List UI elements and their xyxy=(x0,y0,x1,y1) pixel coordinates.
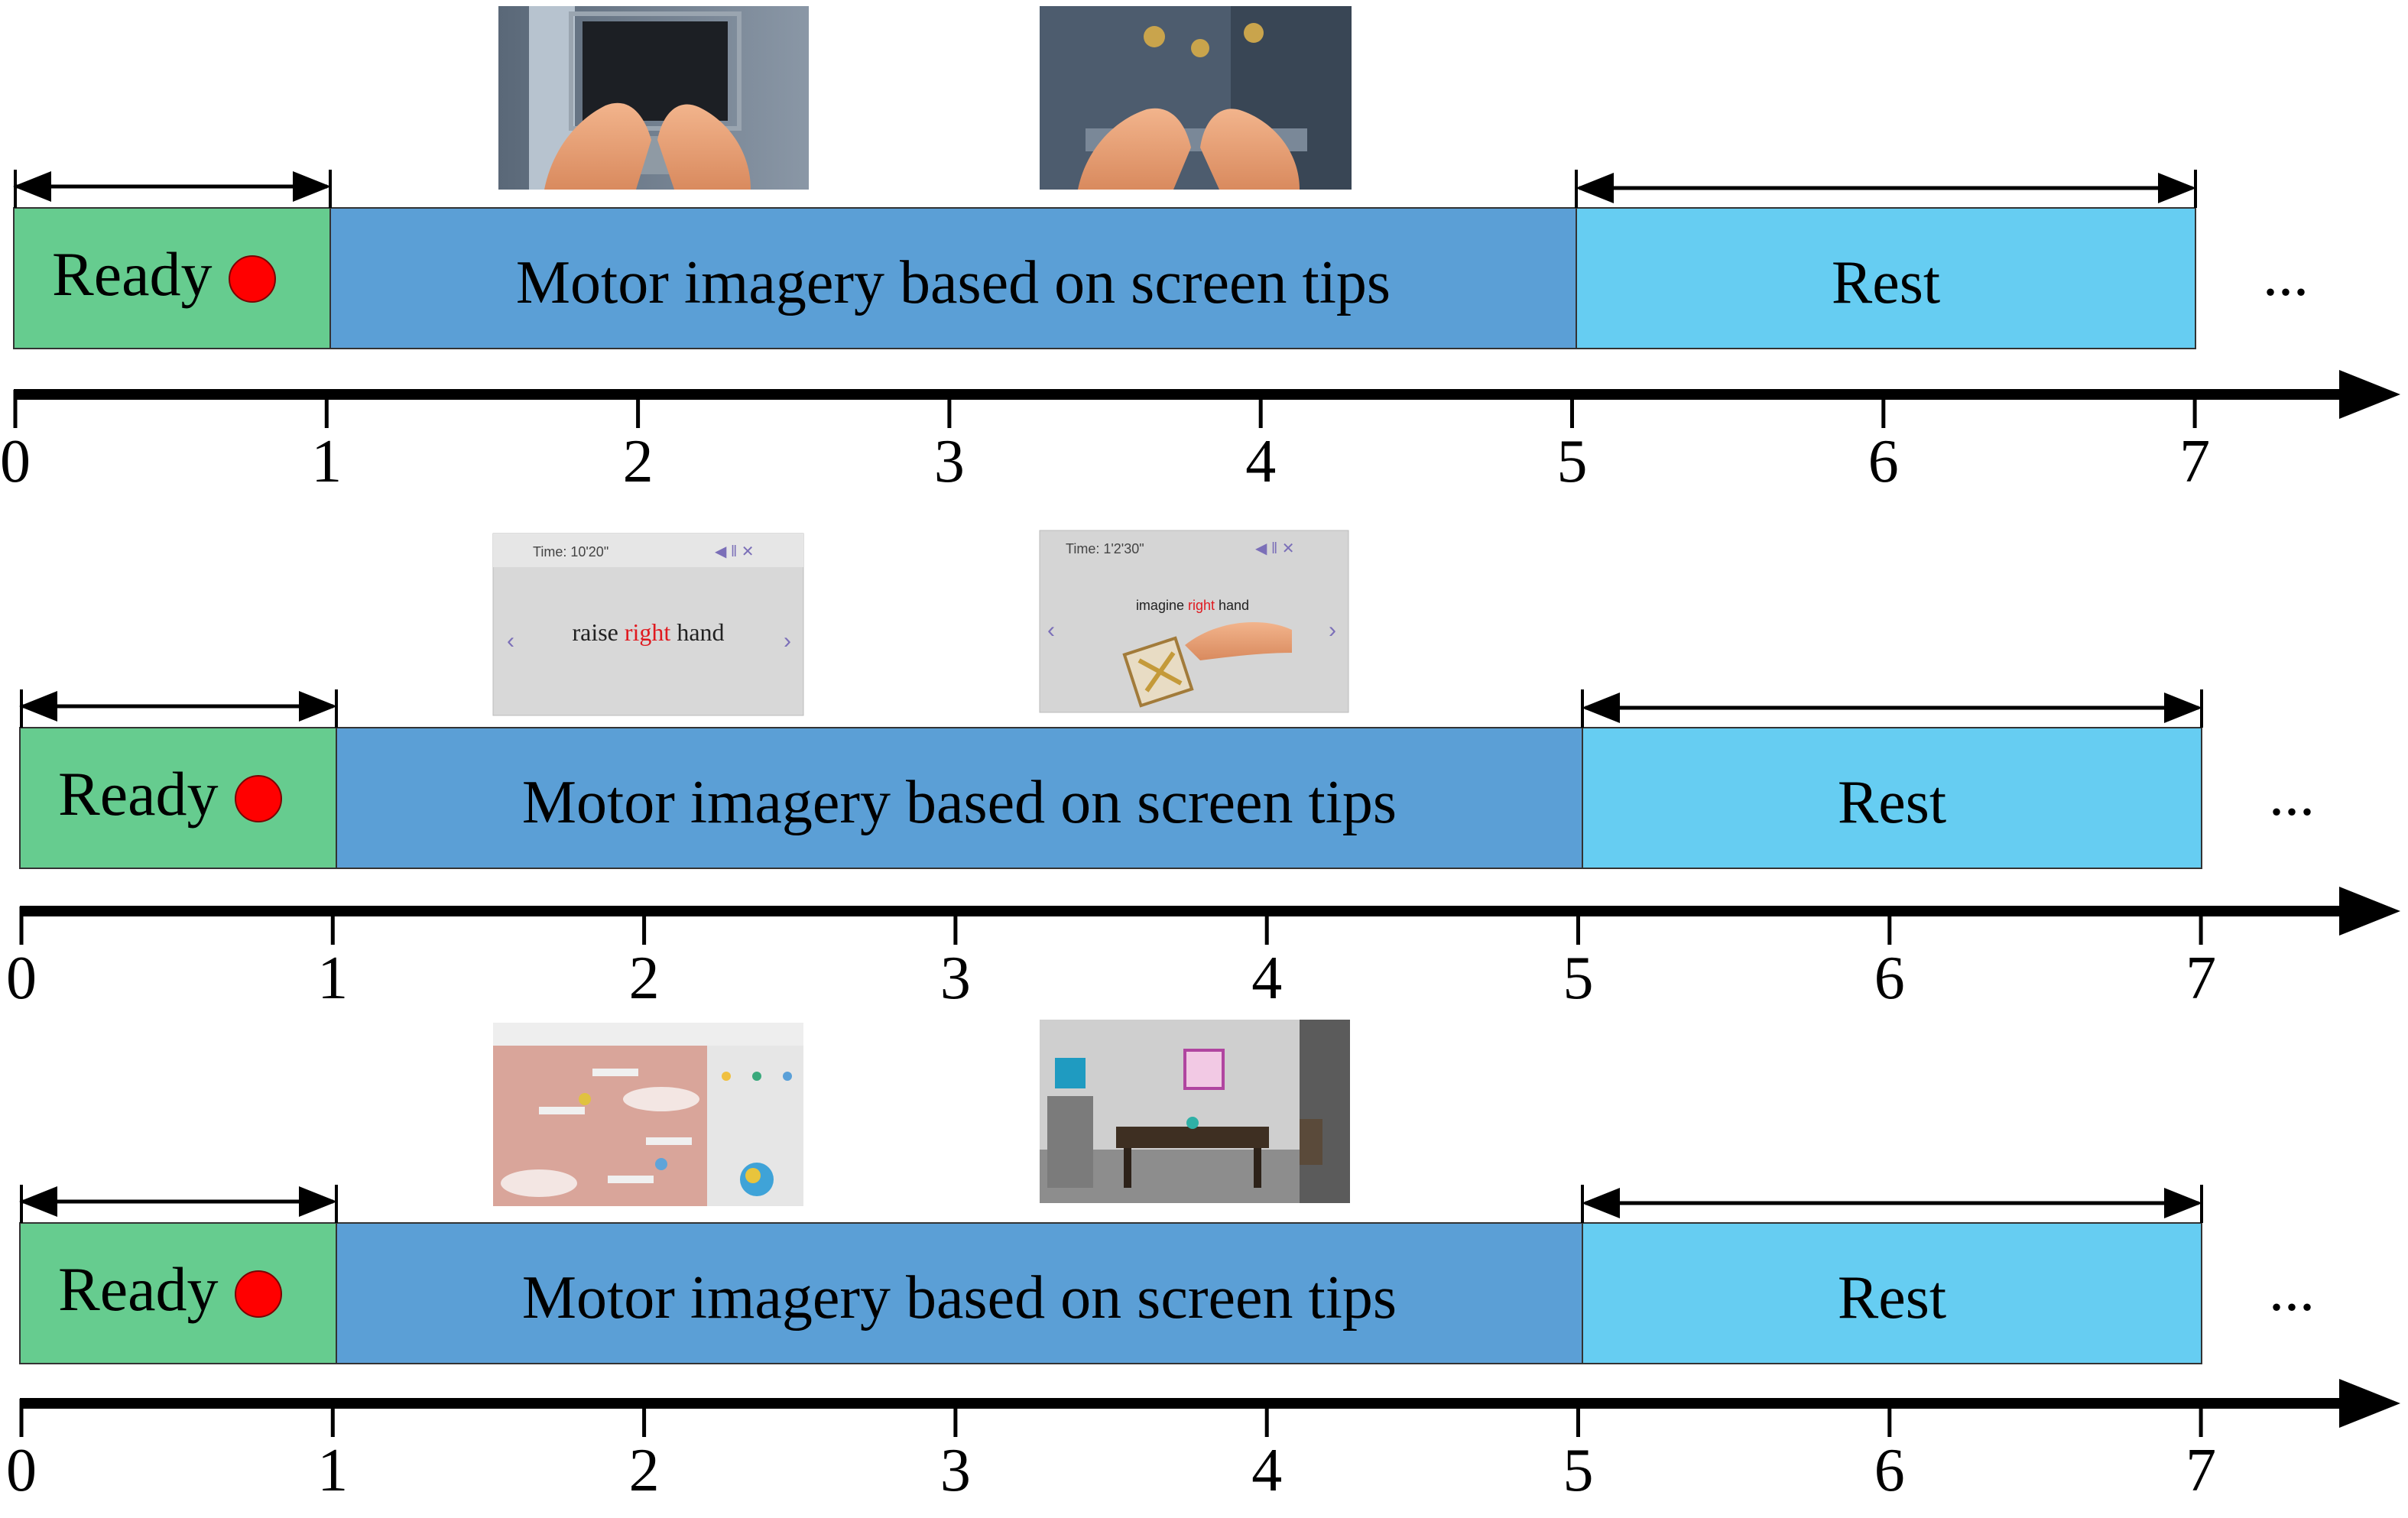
tick-label-1: 1 xyxy=(311,428,342,495)
ready-indicator-dot xyxy=(235,1270,282,1318)
tick-label-7: 7 xyxy=(2186,1437,2216,1504)
tick-label-6: 6 xyxy=(1868,428,1899,495)
cue-highlight-word: right xyxy=(1188,598,1215,613)
motor-imagery-label: Motor imagery based on screen tips xyxy=(522,1264,1397,1331)
rest-segment xyxy=(1582,727,2202,869)
tick-label-0: 0 xyxy=(6,1437,37,1504)
ready-label: Ready xyxy=(52,239,212,309)
timeline-row-2: Time: 10'20" ◀ ‖ ✕ ‹ › raise right hand … xyxy=(6,530,2400,1012)
tick-label-5: 5 xyxy=(1563,945,1594,1012)
tick-label-0: 0 xyxy=(6,945,37,1012)
rest-label: Rest xyxy=(1838,1264,1946,1331)
tick-label-6: 6 xyxy=(1874,1437,1905,1504)
tick-label-5: 5 xyxy=(1557,428,1588,495)
ready-segment xyxy=(19,1222,337,1364)
svg-text:◀ ‖ ✕: ◀ ‖ ✕ xyxy=(715,543,755,560)
tick-label-6: 6 xyxy=(1874,945,1905,1012)
tick-label-1: 1 xyxy=(317,1437,348,1504)
tick-label-3: 3 xyxy=(934,428,965,495)
ready-segment xyxy=(19,727,337,869)
tick-label-2: 2 xyxy=(623,428,654,495)
tick-label-0: 0 xyxy=(0,428,31,495)
ready-label: Ready xyxy=(58,759,218,829)
cue-highlight-word: right xyxy=(625,618,671,646)
rest-label: Rest xyxy=(1832,249,1940,316)
ready-indicator-dot xyxy=(229,255,276,303)
tick-label-3: 3 xyxy=(940,945,971,1012)
svg-text:‹: ‹ xyxy=(1047,618,1055,643)
thumbnail-timer: Time: 10'20" xyxy=(533,544,608,560)
tick-label-2: 2 xyxy=(629,1437,660,1504)
time-axis: 0 1 2 3 4 5 6 7 xyxy=(6,887,2400,1012)
svg-text:›: › xyxy=(784,628,791,654)
thumbnail-text-cue: Time: 10'20" ◀ ‖ ✕ ‹ › raise right hand xyxy=(492,533,804,716)
timeline-row-3: Ready Motor imagery based on screen tips… xyxy=(6,1020,2400,1504)
thumbnail-timer: Time: 1'2'30" xyxy=(1066,541,1144,556)
svg-text:‹: ‹ xyxy=(507,628,514,654)
tick-label-4: 4 xyxy=(1245,428,1276,495)
ready-indicator-dot xyxy=(235,775,282,822)
time-axis: 0 1 2 3 4 5 6 7 xyxy=(6,1379,2400,1504)
continuation-ellipsis: ... xyxy=(2263,242,2309,309)
tick-label-5: 5 xyxy=(1563,1437,1594,1504)
timeline-row-1: Ready Motor imagery based on screen tips… xyxy=(0,6,2400,495)
tick-label-1: 1 xyxy=(317,945,348,1012)
tick-label-2: 2 xyxy=(629,945,660,1012)
tick-label-4: 4 xyxy=(1251,1437,1282,1504)
tick-label-4: 4 xyxy=(1251,945,1282,1012)
thumbnail-cue-text: imagine right hand xyxy=(1136,598,1249,613)
thumbnail-3d-room xyxy=(1040,1020,1350,1203)
thumbnail-vr-hands-keyboard xyxy=(498,6,809,190)
time-axis: 0 1 2 3 4 5 6 7 xyxy=(0,370,2400,495)
motor-imagery-label: Motor imagery based on screen tips xyxy=(516,249,1391,316)
svg-text:›: › xyxy=(1329,618,1336,643)
rest-segment xyxy=(1582,1222,2202,1364)
continuation-ellipsis: ... xyxy=(2269,1257,2315,1324)
thumbnail-image-cue: Time: 1'2'30" ◀ ‖ ✕ ‹ › imagine right ha… xyxy=(1039,530,1349,713)
thumbnail-cue-text: raise right hand xyxy=(572,618,724,646)
rest-label: Rest xyxy=(1838,769,1946,836)
tick-label-7: 7 xyxy=(2179,428,2210,495)
tick-label-7: 7 xyxy=(2186,945,2216,1012)
ready-label: Ready xyxy=(58,1254,218,1324)
motor-imagery-label: Motor imagery based on screen tips xyxy=(522,769,1397,836)
motor-imagery-segment xyxy=(329,207,1577,349)
tick-label-3: 3 xyxy=(940,1437,971,1504)
rest-segment xyxy=(1576,207,2196,349)
svg-text:◀ ‖ ✕: ◀ ‖ ✕ xyxy=(1255,540,1295,557)
thumbnail-vr-hands-table xyxy=(1040,6,1352,190)
motor-imagery-segment xyxy=(336,727,1583,869)
motor-imagery-segment xyxy=(336,1222,1583,1364)
thumbnail-game-screen xyxy=(493,1023,803,1206)
continuation-ellipsis: ... xyxy=(2269,761,2315,829)
